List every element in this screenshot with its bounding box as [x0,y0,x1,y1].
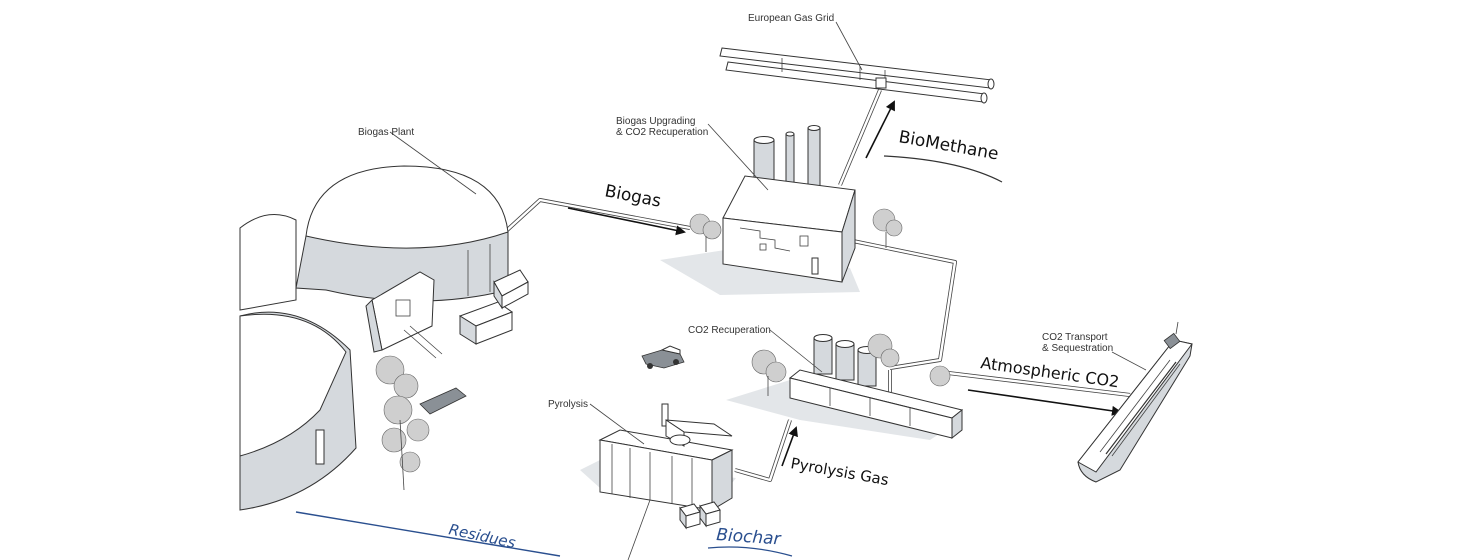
label-biogas-upgrading-line1: Biogas Upgrading [616,116,696,127]
biomethane-underline [883,155,1003,183]
pickup-truck [641,345,685,369]
flow-residues: Residues [447,520,517,552]
biogas-upgrading-building [660,125,860,295]
pyrolysis-leader-line [589,403,645,445]
trees-near-biogas-plant [375,355,430,491]
tree-right-of-upgrading [872,208,903,248]
pyrolysis-gas-arrow [781,426,798,467]
biogas-plant-leader-line [389,131,477,195]
label-co2-transport-line1: CO2 Transport [1042,332,1108,343]
trees-near-co2-unit [751,333,951,396]
flow-biogas: Biogas [603,181,663,212]
label-co2-transport-line2: & Sequestration [1042,343,1113,354]
biogas-arrow [567,207,686,236]
label-co2-recuperation: CO2 Recuperation [688,325,771,336]
label-european-gas-grid: European Gas Grid [748,13,834,24]
co2-tanker-ship [1077,321,1193,483]
flow-pyrolysis-gas: Pyrolysis Gas [789,454,890,489]
pyrolysis-unit [580,403,736,560]
tree-left-of-upgrading [689,213,722,252]
biomethane-arrow [865,100,895,159]
co2-recuperation-leader-line [769,329,823,373]
pipe-network [503,89,1131,482]
residues-line [295,511,561,557]
gas-grid-leader-line [835,21,863,71]
biogas-upgrading-leader-line [707,123,769,191]
co2-recuperation-unit [726,334,964,440]
atmospheric-co2-arrow [967,389,1122,416]
label-biogas-plant: Biogas Plant [358,127,414,138]
biogas-plant-digesters [239,165,529,511]
flow-biochar: Biochar [716,525,783,550]
flow-biomethane: BioMethane [897,127,1000,164]
label-biogas-upgrading-line2: & CO2 Recuperation [616,127,708,138]
label-pyrolysis: Pyrolysis [548,399,588,410]
biochar-underline [707,546,793,557]
co2-transport-leader-line [1111,351,1147,371]
gas-grid-pipelines [719,47,995,104]
